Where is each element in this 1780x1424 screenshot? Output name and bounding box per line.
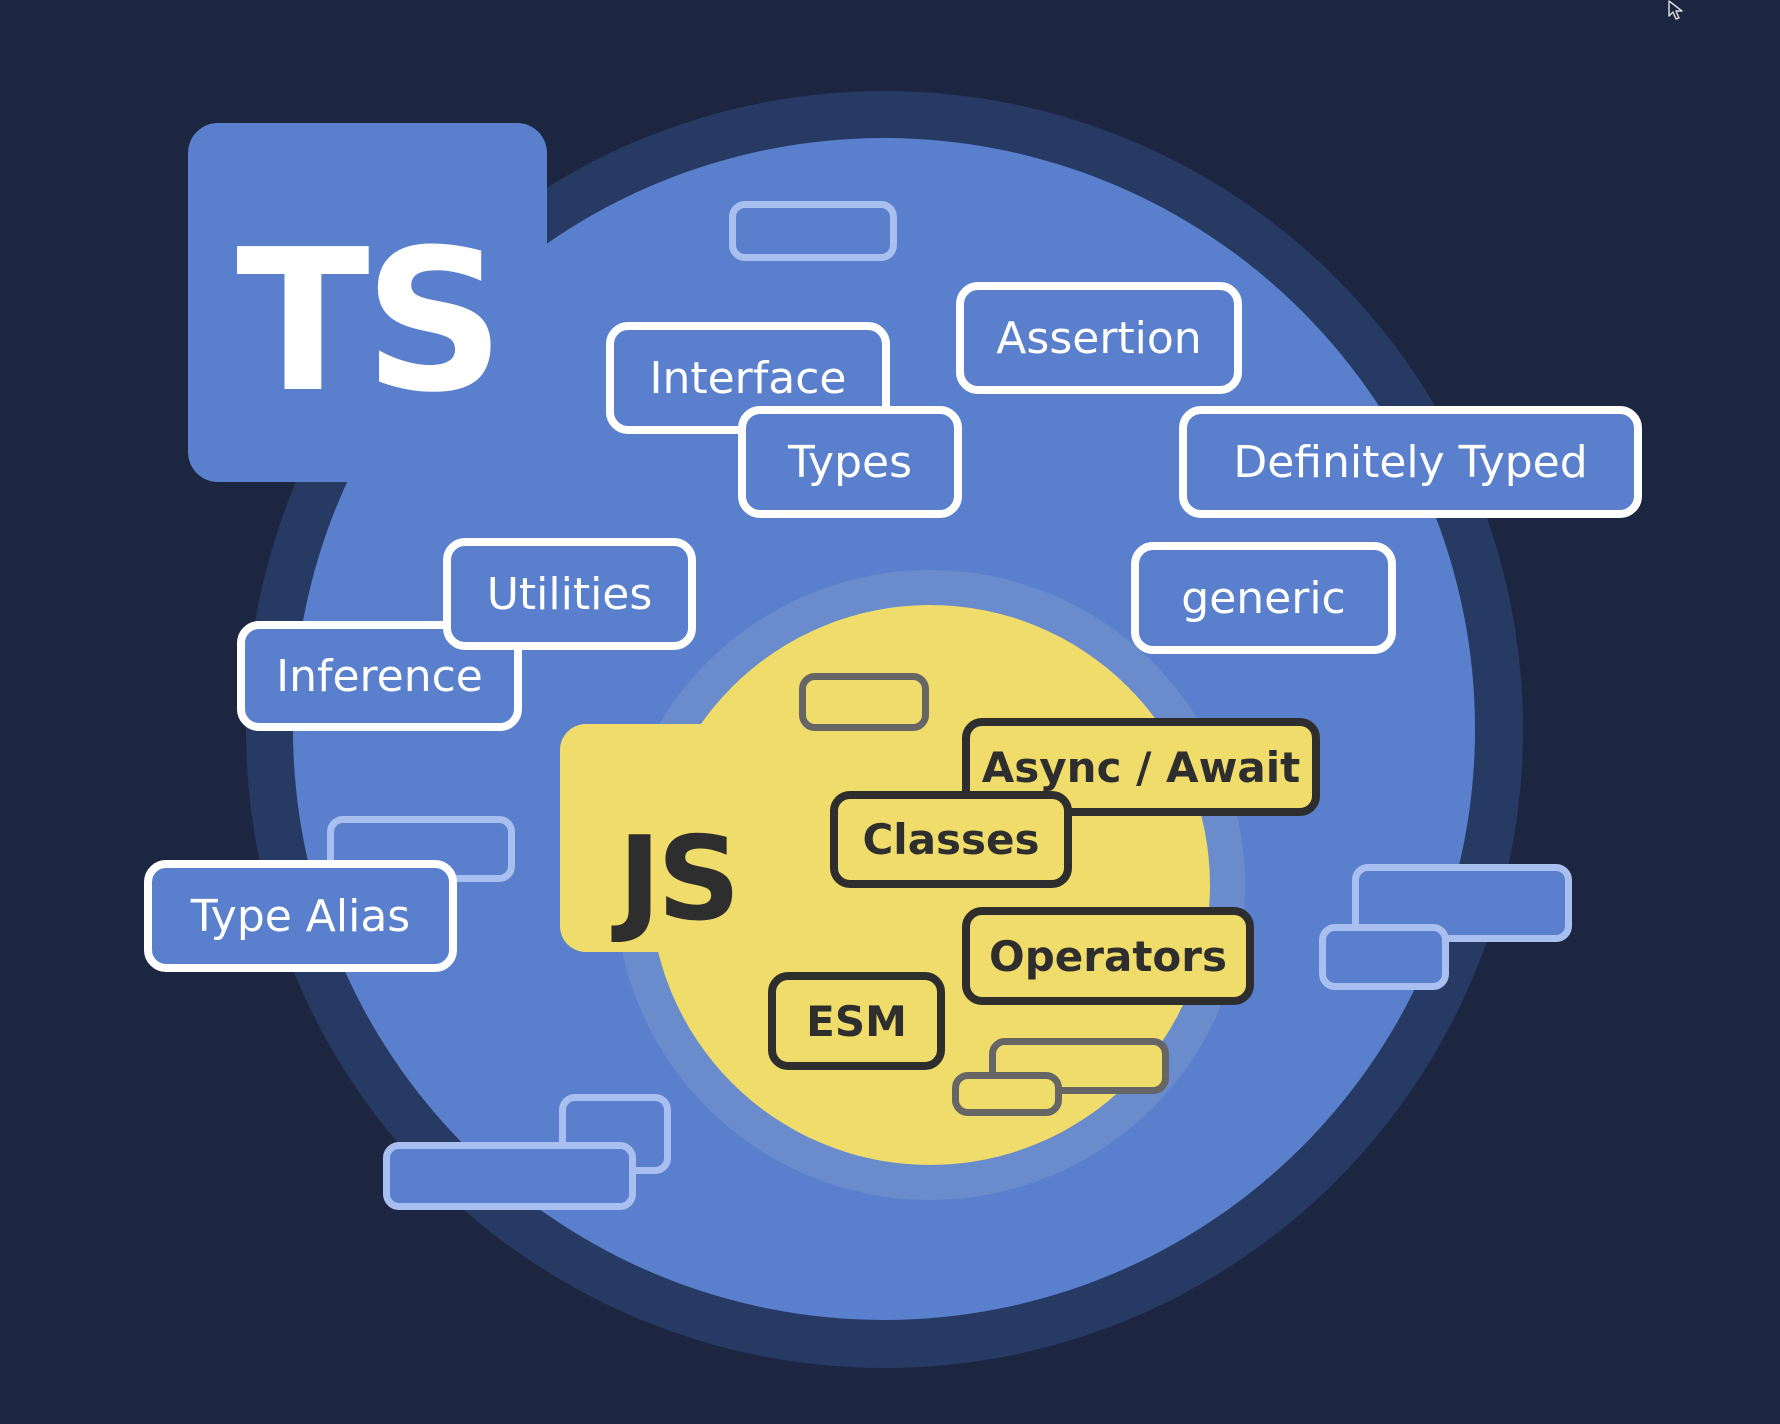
typescript-logo-text: TS [236, 207, 505, 436]
blank-tag [383, 1142, 636, 1210]
tag-types[interactable]: Types [738, 406, 962, 518]
blank-tag [989, 1038, 1169, 1094]
tag-definitely-typed[interactable]: Definitely Typed [1179, 406, 1642, 518]
blank-tag [1319, 924, 1449, 990]
tag-classes[interactable]: Classes [830, 791, 1072, 888]
tag-type-alias[interactable]: Type Alias [144, 860, 457, 972]
tag-esm[interactable]: ESM [768, 972, 945, 1070]
blank-tag [799, 673, 929, 731]
javascript-logo-text: JS [618, 812, 741, 947]
tag-assertion[interactable]: Assertion [956, 282, 1242, 394]
typescript-logo: TS [188, 123, 547, 482]
blank-tag [952, 1072, 1062, 1116]
blank-tag [729, 201, 897, 261]
mouse-cursor-icon [1668, 0, 1683, 20]
tag-utilities[interactable]: Utilities [443, 538, 696, 650]
tag-operators[interactable]: Operators [962, 907, 1254, 1005]
javascript-logo: JS [560, 724, 741, 952]
tag-generic[interactable]: generic [1131, 542, 1396, 654]
